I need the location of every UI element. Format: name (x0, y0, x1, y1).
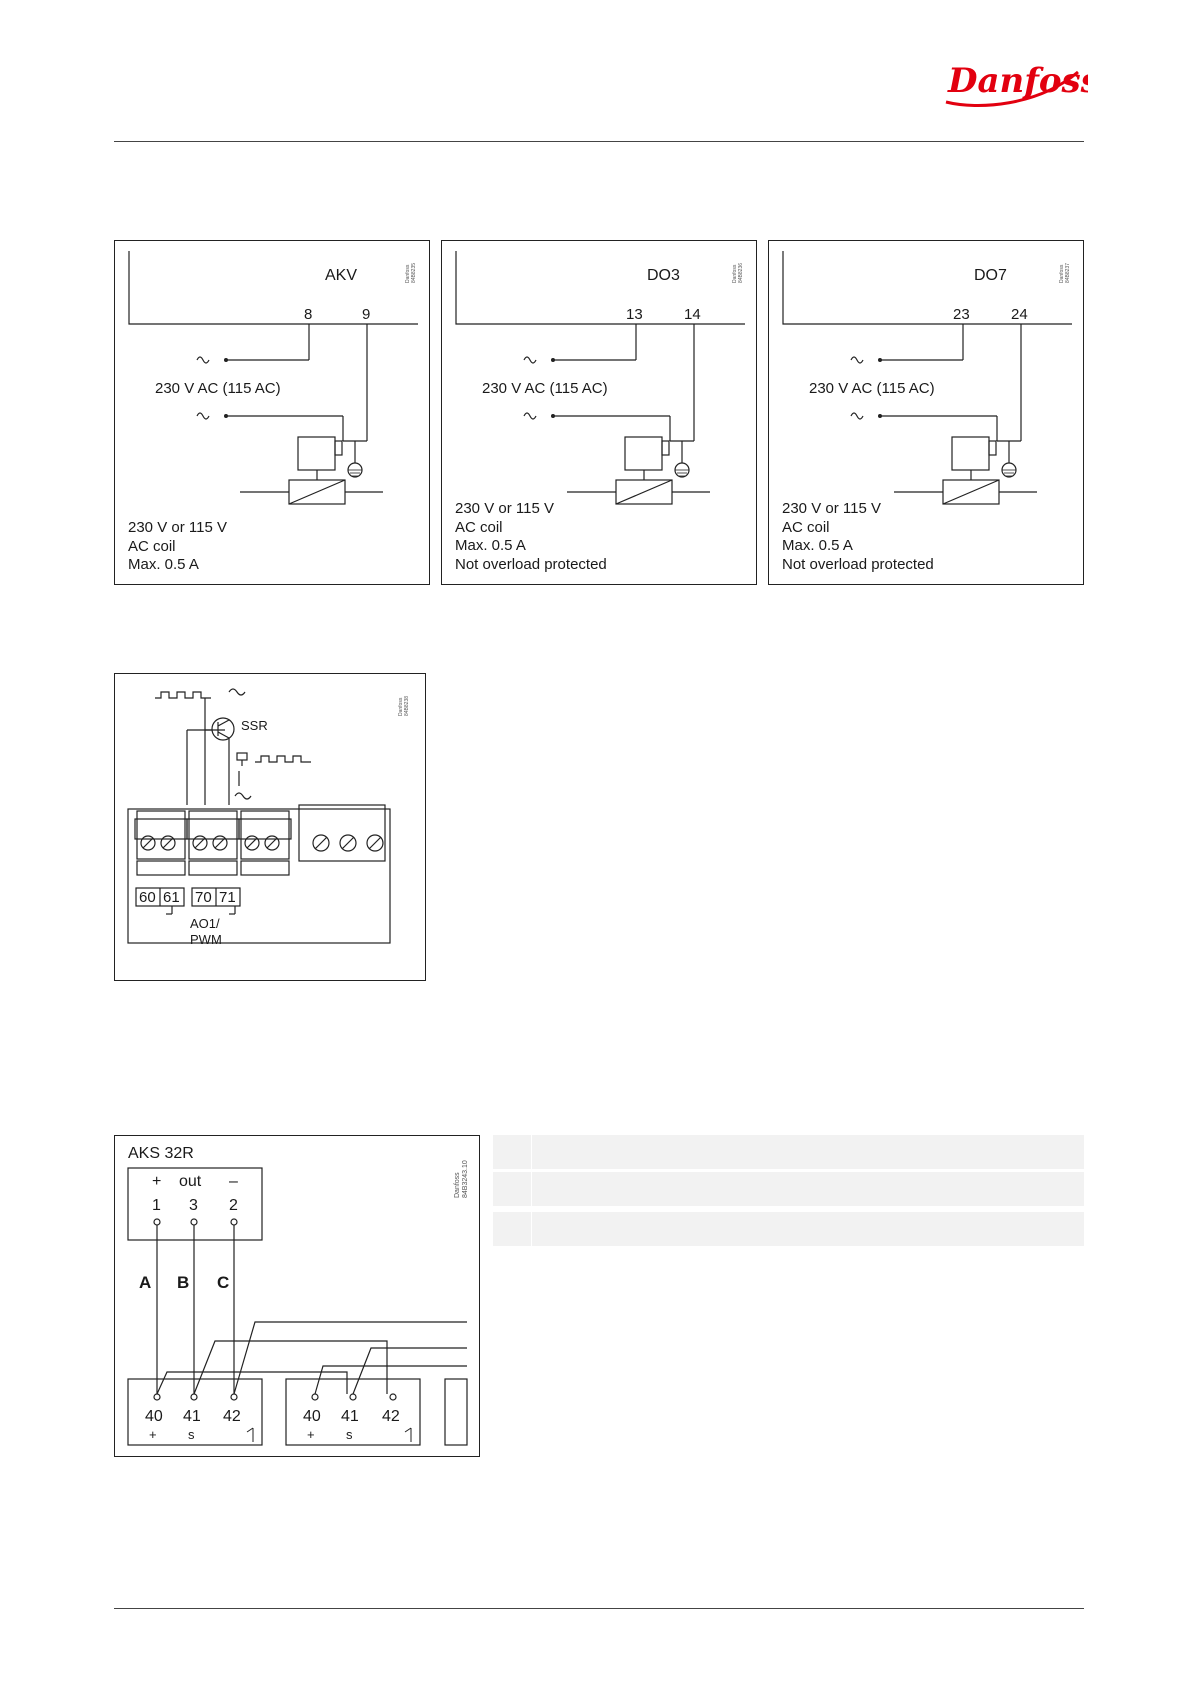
panel-title: AKV (325, 267, 358, 284)
terminal-label: 9 (362, 306, 371, 323)
terminal-label: 60 (139, 889, 156, 906)
sensor-sign: out (179, 1173, 202, 1190)
panel-title: DO3 (647, 267, 680, 284)
supply-label: 230 V AC (115 AC) (155, 380, 281, 397)
controller-sign: + (307, 1427, 315, 1442)
terminal-label: 13 (626, 306, 643, 323)
terminal-label: 23 (953, 306, 970, 323)
wire-label: A (139, 1273, 152, 1292)
wiring-diagram-aks-32r: AKS 32R + out – 1 3 2 A B C 40 41 42 + s… (114, 1135, 480, 1457)
wiring-diagram-do3: DO3 13 14 230 V AC (115 AC) 230 V or 115… (441, 240, 757, 585)
sensor-sign: + (152, 1173, 162, 1190)
controller-sign: s (346, 1427, 353, 1442)
terminal-label: 61 (163, 889, 180, 906)
panel-title: DO7 (974, 267, 1007, 284)
wire-label: B (177, 1273, 190, 1292)
controller-terminal: 42 (382, 1408, 400, 1425)
wiring-diagram-akv: AKV 8 9 230 V AC (115 AC) 230 V or 115 V… (114, 240, 430, 585)
coil-notes: 230 V or 115 V AC coil Max. 0.5 A (128, 519, 227, 573)
header-rule (114, 141, 1084, 142)
danfoss-logo: Danfoss (938, 52, 1100, 114)
ssr-label: SSR (241, 718, 268, 733)
table-row (493, 1135, 1084, 1169)
sensor-terminal: 1 (152, 1197, 161, 1214)
sensor-sign: – (229, 1173, 238, 1190)
controller-terminal: 40 (303, 1408, 321, 1425)
table-row (493, 1212, 1084, 1246)
wiring-diagram-do7: DO7 23 24 230 V AC (115 AC) 230 V or 115… (768, 240, 1084, 585)
supply-label: 230 V AC (115 AC) (482, 380, 608, 397)
output-label: PWM (190, 932, 222, 947)
terminal-label: 24 (1011, 306, 1028, 323)
supply-label: 230 V AC (115 AC) (809, 380, 935, 397)
wire-label: C (217, 1273, 230, 1292)
controller-terminal: 42 (223, 1408, 241, 1425)
table-row (493, 1172, 1084, 1206)
sensor-terminal: 2 (229, 1197, 238, 1214)
sensor-terminal: 3 (189, 1197, 198, 1214)
terminal-label: 70 (195, 889, 212, 906)
terminal-label: 8 (304, 306, 313, 323)
coil-notes: 230 V or 115 V AC coil Max. 0.5 A Not ov… (455, 500, 607, 573)
output-label: AO1/ (190, 916, 220, 931)
terminal-label: 14 (684, 306, 701, 323)
controller-terminal: 41 (341, 1408, 359, 1425)
logo-wordmark: Danfoss (947, 61, 1088, 101)
sensor-title: AKS 32R (128, 1145, 194, 1162)
controller-terminal: 40 (145, 1408, 163, 1425)
controller-sign: s (188, 1427, 195, 1442)
controller-terminal: 41 (183, 1408, 201, 1425)
terminal-label: 71 (219, 889, 236, 906)
controller-sign: + (149, 1427, 157, 1442)
coil-notes: 230 V or 115 V AC coil Max. 0.5 A Not ov… (782, 500, 934, 573)
footer-rule (114, 1608, 1084, 1609)
